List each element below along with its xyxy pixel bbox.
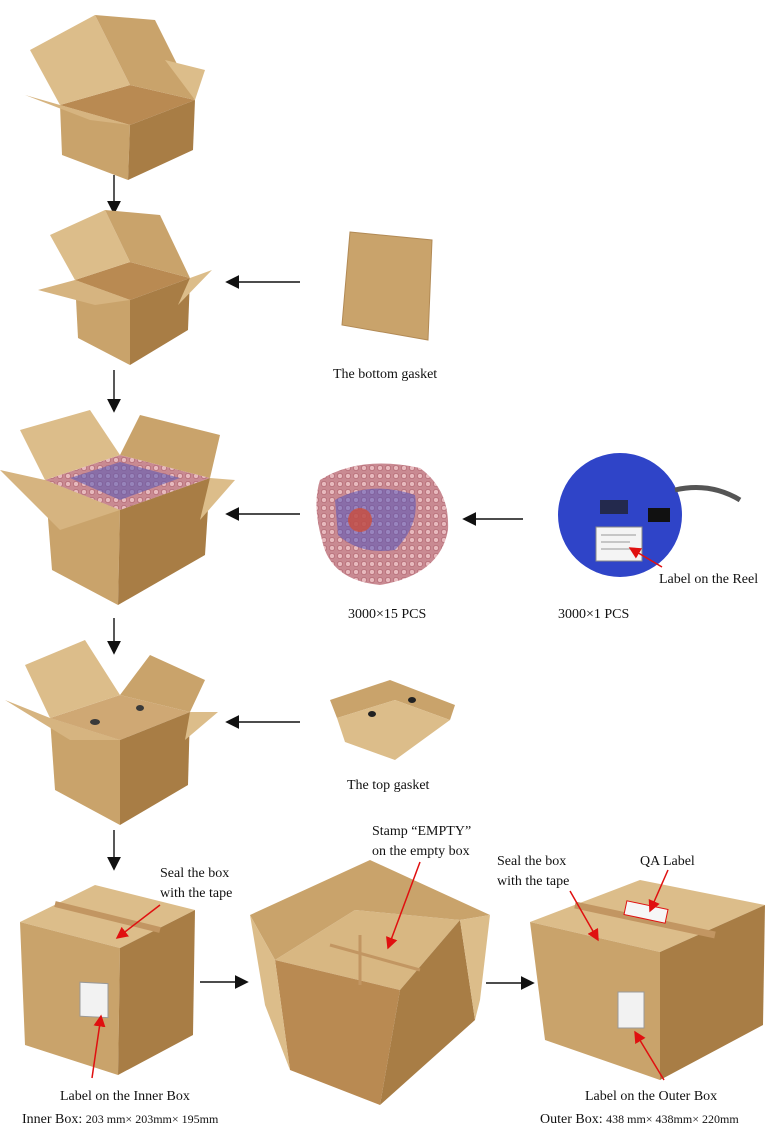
- pointer-qa-label: [648, 869, 669, 913]
- pointer-stamp-empty: [386, 861, 421, 950]
- qa-label-caption: QA Label: [640, 854, 695, 869]
- bottom-gasket-label: The bottom gasket: [333, 367, 438, 382]
- label-outer-box-caption: Label on the Outer Box: [585, 1089, 718, 1104]
- seal-inner-line-2: with the tape: [160, 886, 233, 901]
- open-box-step-1: [25, 15, 205, 180]
- bottom-gasket-image: [341, 231, 433, 341]
- inner-box-sealed: [20, 885, 195, 1075]
- label-inner-box-caption: Label on the Inner Box: [60, 1089, 190, 1104]
- inner-box-value: 203 mm× 203mm× 195mm: [85, 1112, 219, 1126]
- outer-box-value: 438 mm× 438mm× 220mm: [606, 1112, 739, 1126]
- open-box-step-2: [38, 210, 212, 365]
- bubble-wrap-quantity-label: 3000×15 PCS: [348, 607, 427, 622]
- pointer-seal-outer: [569, 890, 599, 942]
- top-gasket-image: [330, 680, 455, 760]
- stamp-empty-line-2: on the empty box: [372, 844, 470, 859]
- filled-box-step-3: [0, 410, 235, 605]
- seal-outer-line-2: with the tape: [497, 874, 570, 889]
- tape-reel-image: [558, 453, 742, 577]
- seal-outer-line-1: Seal the box: [497, 854, 567, 869]
- outer-box-prefix: Outer Box:: [540, 1112, 603, 1127]
- bubble-wrapped-reels-image: [316, 463, 449, 585]
- seal-inner-line-1: Seal the box: [160, 866, 230, 881]
- pointer-label-inner: [91, 1014, 106, 1079]
- inner-box-dimensions: Inner Box: 203 mm× 203mm× 195mm: [22, 1110, 218, 1129]
- pointer-seal-inner: [115, 904, 161, 939]
- inner-box-prefix: Inner Box:: [22, 1112, 83, 1127]
- pointer-label-outer: [634, 1030, 665, 1081]
- empty-outer-box: [250, 860, 490, 1105]
- reel-quantity-label: 3000×1 PCS: [558, 607, 630, 622]
- box-with-top-gasket-step-4: [5, 640, 218, 825]
- outer-box-sealed: [530, 880, 765, 1080]
- label-on-reel-caption: Label on the Reel: [659, 572, 759, 587]
- stamp-empty-line-1: Stamp “EMPTY”: [372, 824, 472, 839]
- top-gasket-label: The top gasket: [347, 778, 430, 793]
- pointer-reel-label: [628, 547, 663, 568]
- outer-box-dimensions: Outer Box: 438 mm× 438mm× 220mm: [540, 1110, 739, 1129]
